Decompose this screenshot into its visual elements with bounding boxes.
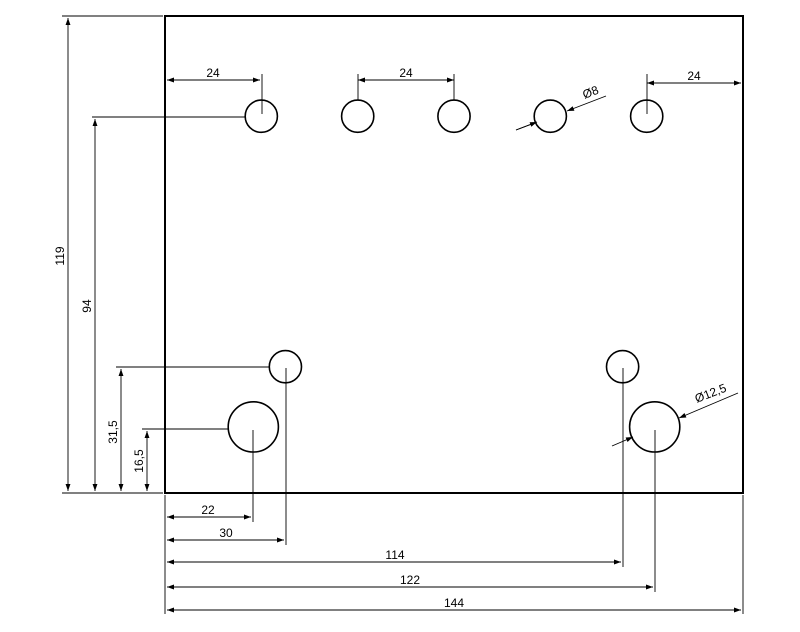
dim-top-middle-24: 24 <box>357 66 455 100</box>
dim-vertical-16-5: 16,5 <box>132 428 228 491</box>
dim-vertical-94-label: 94 <box>80 299 94 313</box>
dim-diameter-8: Ø8 <box>515 83 607 131</box>
dim-horizontal-22-label: 22 <box>201 503 215 517</box>
dim-horizontal-30: 30 <box>167 368 287 545</box>
hole-2 <box>340 99 375 134</box>
dim-horizontal-114-label: 114 <box>385 548 404 562</box>
dim-top-left-24: 24 <box>167 66 263 114</box>
dim-horizontal-122-label: 122 <box>400 573 420 587</box>
dim-top-left-label: 24 <box>206 66 220 80</box>
hole-3 <box>437 99 471 134</box>
hole-1 <box>244 99 279 134</box>
dim-top-right-24: 24 <box>646 69 741 114</box>
dim-vertical-119-label: 119 <box>53 246 67 265</box>
dim-horizontal-144: 144 <box>167 596 741 613</box>
dim-vertical-16-5-label: 16,5 <box>132 449 146 473</box>
dim-horizontal-22: 22 <box>167 430 254 522</box>
holes-group <box>227 99 681 453</box>
dim-top-middle-label: 24 <box>399 66 413 80</box>
dim-top-right-label: 24 <box>687 69 701 83</box>
dim-vertical-119: 119 <box>53 15 163 494</box>
dim-diameter-12-5-label: Ø12,5 <box>693 381 729 406</box>
dim-horizontal-122: 122 <box>167 430 656 592</box>
dim-diameter-8-label: Ø8 <box>581 83 601 102</box>
dim-vertical-94: 94 <box>80 116 245 491</box>
dim-horizontal-30-label: 30 <box>219 526 233 540</box>
plate-outline <box>164 15 744 494</box>
hole-6 <box>268 349 303 384</box>
dim-vertical-31-5: 31,5 <box>106 366 269 491</box>
dim-horizontal-114: 114 <box>167 368 624 567</box>
dim-vertical-31-5-label: 31,5 <box>106 420 120 444</box>
dim-horizontal-144-label: 144 <box>444 596 464 610</box>
hole-4 <box>533 99 568 134</box>
